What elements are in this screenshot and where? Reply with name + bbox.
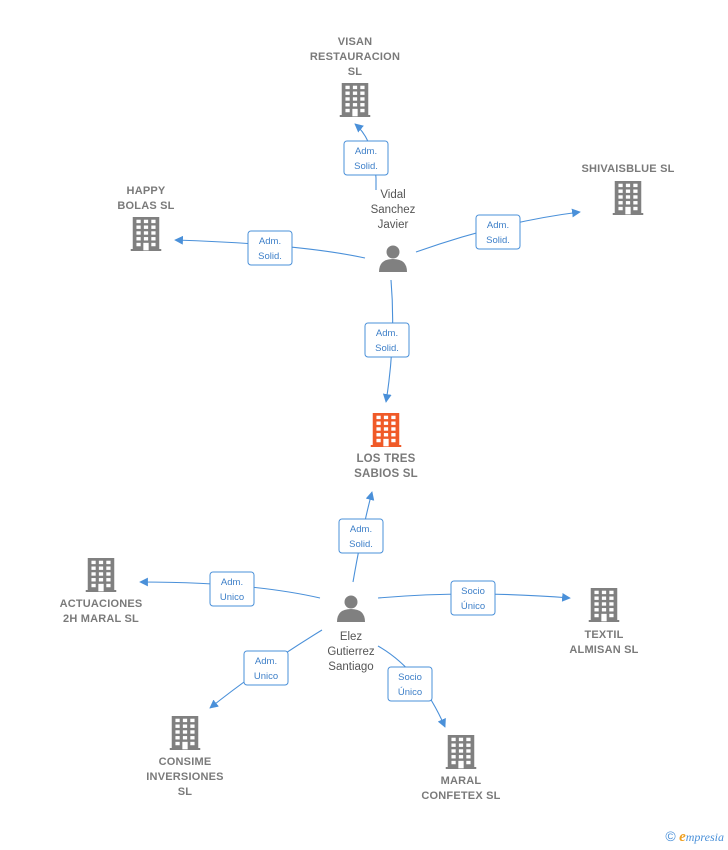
edge-label-text: Adm. xyxy=(355,146,377,157)
edge-vidal-visan: Adm. Solid. xyxy=(343,123,389,190)
edge-label-box[interactable] xyxy=(243,650,289,686)
node-label: Javier xyxy=(378,219,409,231)
edge-label-text: Solid. xyxy=(354,161,378,172)
brand-initial: e xyxy=(679,829,686,845)
person-icon[interactable] xyxy=(337,595,365,623)
edge-label-text: Solid. xyxy=(349,539,373,550)
edge-vidal-lostres: Adm. Solid. xyxy=(364,279,410,403)
node-label: Elez xyxy=(340,631,363,643)
node-label: RESTAURACION xyxy=(310,51,400,63)
node-label: VISAN xyxy=(338,36,373,48)
edge-label-text: Socio xyxy=(398,672,422,683)
copyright-symbol: © xyxy=(665,828,676,844)
edge-label-text: Adm. xyxy=(376,328,398,339)
edge-label-box[interactable] xyxy=(475,214,521,250)
node-shivaisblue[interactable]: SHIVAISBLUE SL xyxy=(581,163,674,215)
footer-brand: © empresia xyxy=(665,828,724,846)
edge-label-text: Único xyxy=(398,687,422,698)
node-label: SL xyxy=(348,66,363,78)
node-label: MARAL xyxy=(441,775,482,787)
node-label: LOS TRES xyxy=(356,453,415,465)
edge-label-text: Adm. xyxy=(221,577,243,588)
node-actuaciones[interactable]: ACTUACIONES 2H MARAL SL xyxy=(60,558,143,625)
node-label: ALMISAN SL xyxy=(569,644,638,656)
edge-label-text: Socio xyxy=(461,586,485,597)
edge-vidal-happy: Adm. Solid. xyxy=(174,230,366,266)
edge-label-text: Unico xyxy=(220,592,244,603)
building-icon[interactable] xyxy=(169,716,201,750)
node-textil[interactable]: TEXTIL ALMISAN SL xyxy=(569,588,638,656)
edge-elez-consime: Adm. Unico xyxy=(209,629,323,709)
node-label: 2H MARAL SL xyxy=(63,613,139,625)
node-label: CONSIME xyxy=(159,756,212,768)
building-icon[interactable] xyxy=(130,217,162,251)
edge-label-text: Solid. xyxy=(486,235,510,246)
node-label: Sanchez xyxy=(371,204,416,216)
edges-layer: Adm. Solid. Adm. Solid. Adm. Solid. Adm. Solid.… xyxy=(139,123,581,728)
edge-label-box[interactable] xyxy=(209,571,255,607)
edge-label-text: Unico xyxy=(254,671,278,682)
edge-label-text: Único xyxy=(461,601,485,612)
building-icon[interactable] xyxy=(339,83,371,117)
node-label: SL xyxy=(178,786,193,798)
edge-label-text: Solid. xyxy=(258,251,282,262)
edge-elez-lostres: Adm. Solid. xyxy=(338,491,384,583)
edge-label-box[interactable] xyxy=(450,580,496,616)
node-lostres[interactable]: LOS TRES SABIOS SL xyxy=(354,413,418,480)
building-icon[interactable] xyxy=(445,735,477,769)
node-label: INVERSIONES xyxy=(146,771,223,783)
building-icon[interactable] xyxy=(588,588,620,622)
node-label: BOLAS SL xyxy=(117,200,174,212)
edge-label-text: Adm. xyxy=(259,236,281,247)
node-visan[interactable]: VISAN RESTAURACION SL xyxy=(310,36,400,117)
building-icon[interactable] xyxy=(370,413,402,447)
edge-label-text: Adm. xyxy=(255,656,277,667)
building-icon[interactable] xyxy=(85,558,117,592)
brand-name: mpresia xyxy=(685,830,724,844)
node-label: HAPPY xyxy=(127,185,166,197)
node-happy[interactable]: HAPPY BOLAS SL xyxy=(117,185,174,251)
edge-label-box[interactable] xyxy=(364,322,410,358)
node-label: Gutierrez xyxy=(327,646,375,658)
edge-vidal-shivaisblue: Adm. Solid. xyxy=(415,208,581,253)
building-icon[interactable] xyxy=(612,181,644,215)
node-label: TEXTIL xyxy=(584,629,623,641)
node-label: SABIOS SL xyxy=(354,468,418,480)
edge-elez-actuaciones: Adm. Unico xyxy=(139,571,321,607)
person-icon[interactable] xyxy=(379,245,407,273)
node-label: Vidal xyxy=(380,189,405,201)
edge-label-box[interactable] xyxy=(338,518,384,554)
nodes-layer: VISAN RESTAURACION SL SHIVAISBLUE SL HAPPY BO… xyxy=(60,36,675,802)
edge-label-box[interactable] xyxy=(247,230,293,266)
edge-label-text: Solid. xyxy=(375,343,399,354)
node-label: CONFETEX SL xyxy=(421,790,500,802)
edge-label-text: Adm. xyxy=(350,524,372,535)
edge-label-box[interactable] xyxy=(387,666,433,702)
node-label: SHIVAISBLUE SL xyxy=(581,163,674,175)
edge-label-box[interactable] xyxy=(343,140,389,176)
edge-label-text: Adm. xyxy=(487,220,509,231)
node-label: ACTUACIONES xyxy=(60,598,143,610)
node-consime[interactable]: CONSIME INVERSIONES SL xyxy=(146,716,223,798)
node-label: Santiago xyxy=(328,661,373,673)
node-maral[interactable]: MARAL CONFETEX SL xyxy=(421,735,500,802)
